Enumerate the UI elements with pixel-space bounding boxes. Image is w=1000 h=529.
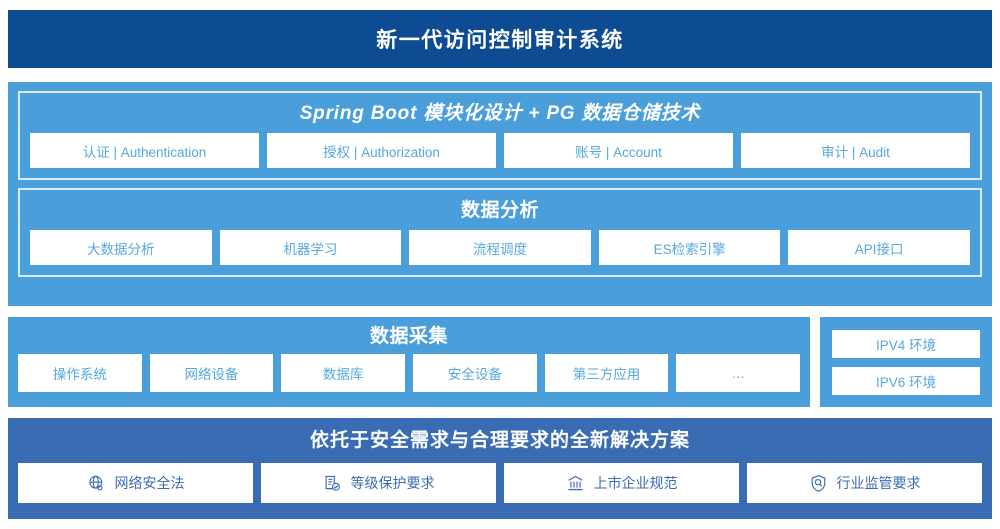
card-label: 大数据分析: [87, 241, 155, 257]
card-label: 审计 | Audit: [821, 144, 890, 160]
card-label: API接口: [854, 241, 904, 257]
collection-card-network-device[interactable]: 网络设备: [149, 354, 274, 392]
card-label: IPV4 环境: [875, 337, 937, 353]
card-label: 认证 | Authentication: [82, 144, 207, 160]
platform-card-authentication[interactable]: 认证 | Authentication: [30, 133, 259, 168]
environment-card-ipv4[interactable]: IPV4 环境: [832, 329, 980, 358]
document-check-icon: [323, 474, 342, 493]
analysis-card-es-search[interactable]: ES检索引擎: [598, 230, 781, 265]
environment-panel: IPV4 环境 IPV6 环境: [820, 317, 992, 407]
compliance-title: 依托于安全需求与合理要求的全新解决方案: [309, 430, 690, 451]
upper-stack-container: Spring Boot 模块化设计 + PG 数据仓储技术 认证 | Authe…: [8, 82, 992, 306]
page-header: 新一代访问控制审计系统: [8, 10, 992, 68]
card-label: …: [731, 365, 745, 381]
platform-card-audit[interactable]: 审计 | Audit: [741, 133, 970, 168]
collection-card-security-device[interactable]: 安全设备: [413, 354, 537, 392]
platform-card-row: 认证 | Authentication 授权 | Authorization 账…: [30, 133, 970, 168]
card-label: 行业监管要求: [836, 475, 921, 491]
platform-card-authorization[interactable]: 授权 | Authorization: [267, 133, 496, 168]
compliance-card-listed-enterprise[interactable]: 上市企业规范: [504, 463, 739, 503]
card-label: 上市企业规范: [593, 475, 678, 491]
page-title: 新一代访问控制审计系统: [376, 29, 624, 52]
card-label: 网络安全法: [114, 475, 185, 491]
card-label: 网络设备: [184, 367, 239, 382]
compliance-card-cybersecurity-law[interactable]: 网络安全法: [18, 463, 253, 503]
collection-card-database[interactable]: 数据库: [281, 354, 406, 392]
card-label: 安全设备: [447, 367, 502, 382]
compliance-card-classified-protection[interactable]: 等级保护要求: [261, 463, 496, 503]
analysis-card-machine-learning[interactable]: 机器学习: [219, 230, 402, 265]
card-label: 数据库: [322, 367, 364, 382]
environment-card-ipv6[interactable]: IPV6 环境: [832, 366, 980, 395]
analysis-card-row: 大数据分析 机器学习 流程调度 ES检索引擎 API接口: [30, 230, 970, 265]
card-label: IPV6 环境: [875, 374, 937, 390]
card-label: ES检索引擎: [653, 241, 726, 257]
collection-card-third-party-app[interactable]: 第三方应用: [544, 354, 669, 392]
analysis-panel: 数据分析 大数据分析 机器学习 流程调度 ES检索引擎 API接口: [18, 188, 982, 277]
card-label: 账号 | Account: [575, 144, 662, 160]
card-label: 操作系统: [52, 367, 107, 382]
platform-title: Spring Boot 模块化设计 + PG 数据仓储技术: [299, 103, 701, 124]
analysis-card-process-scheduling[interactable]: 流程调度: [409, 230, 591, 265]
compliance-card-industry-regulation[interactable]: 行业监管要求: [747, 463, 982, 503]
bank-icon: [566, 474, 585, 493]
shield-search-icon: [809, 474, 828, 493]
analysis-title: 数据分析: [460, 200, 539, 221]
collection-card-row: 操作系统 网络设备 数据库 安全设备 第三方应用 …: [18, 354, 801, 392]
collection-title: 数据采集: [369, 326, 448, 347]
compliance-panel: 依托于安全需求与合理要求的全新解决方案 网络安全法: [8, 418, 992, 519]
platform-card-account[interactable]: 账号 | Account: [504, 133, 733, 168]
collection-panel: 数据采集 操作系统 网络设备 数据库 安全设备 第三方应用 …: [8, 317, 810, 407]
card-label: 等级保护要求: [350, 475, 435, 491]
analysis-card-api[interactable]: API接口: [788, 230, 970, 265]
globe-icon: [87, 474, 106, 493]
card-label: 第三方应用: [572, 367, 641, 382]
card-label: 机器学习: [283, 241, 338, 257]
compliance-card-row: 网络安全法 等级保护要求: [18, 463, 982, 503]
card-label: 流程调度: [472, 241, 527, 257]
collection-card-more[interactable]: …: [676, 354, 801, 392]
collection-row: 数据采集 操作系统 网络设备 数据库 安全设备 第三方应用 …: [8, 317, 992, 407]
card-label: 授权 | Authorization: [323, 144, 440, 160]
platform-panel: Spring Boot 模块化设计 + PG 数据仓储技术 认证 | Authe…: [18, 91, 982, 180]
analysis-card-bigdata[interactable]: 大数据分析: [30, 230, 212, 265]
collection-card-os[interactable]: 操作系统: [18, 354, 142, 392]
